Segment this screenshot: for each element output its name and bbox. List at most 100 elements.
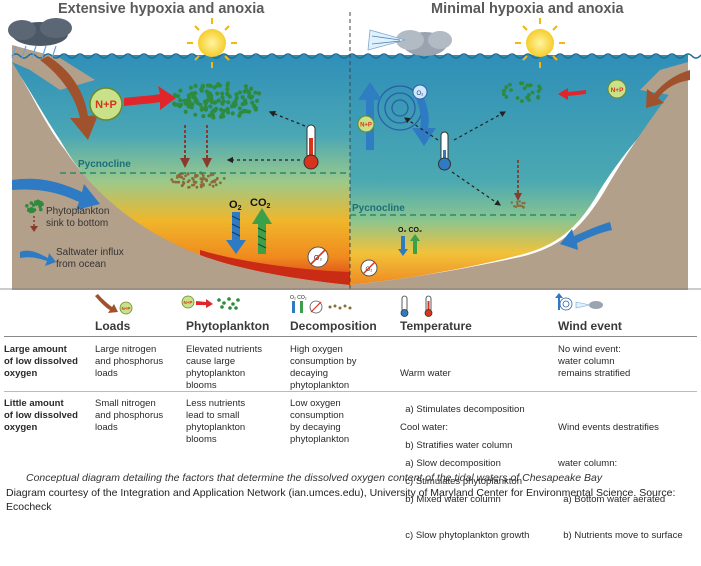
plankton-dot [192,91,198,96]
plankton-dot [190,102,195,107]
plankton-dot [237,90,242,95]
plankton-dot [207,174,210,178]
plankton-dot [516,200,519,204]
plankton-dot [189,91,194,96]
plankton-dot [523,201,526,205]
mixing-arrow-up-icon [358,82,382,150]
figure-credit: Diagram courtesy of the Integration and … [6,487,676,513]
cell-line: by decaying [290,422,341,433]
column-header-decomposition: Decomposition [290,319,377,333]
plankton-dot [213,179,217,182]
nutrient-arrow-icon [124,86,176,110]
saltwater-influx-arrow-left [12,178,100,210]
plankton-dot [250,100,255,105]
svg-text:N+P: N+P [360,123,372,129]
plankton-dot [30,209,35,213]
plankton-dot [501,92,506,97]
svg-text:O₂: O₂ [366,267,374,273]
plankton-dot [504,85,509,90]
plankton-dot [192,183,196,187]
co2-text: CO [250,197,267,209]
plankton-dot [189,105,194,110]
plankton-dot [241,109,246,114]
svg-text:N+P: N+P [611,87,624,94]
plankton-dot [222,177,226,180]
anoxic-zone [200,250,350,285]
settled-plankton-left [170,171,226,189]
legend-influx-text: Saltwater influx from ocean [56,247,124,271]
plankton-dot [208,183,212,187]
decomposition-column-icon: O₂ CO₂ [290,295,352,314]
oxygen-consumption-arrow-icon [226,212,246,254]
runoff-arrow-right-icon [646,70,690,108]
plankton-dot [249,86,254,91]
bay-cross-section: N+P Pycnocline O2 CO2 O₂ [0,12,701,290]
plankton-dot [178,98,183,103]
plankton-dot [182,181,186,185]
legend-sink-arrow-icon [30,216,38,232]
plankton-dot [184,174,188,178]
cell-line: Less nutrients [186,398,246,409]
plankton-dot [250,94,255,99]
cell-line: High oxygen [290,344,343,355]
cell-line: cause large [186,356,236,367]
temperature-column-icon [400,295,433,317]
plankton-dot [518,200,521,203]
cell-line: Elevated nutrients [186,344,263,355]
pycnocline-label-right: Pycnocline [352,203,405,214]
cell-line: Large nitrogen [95,344,157,355]
plankton-dot [528,83,533,88]
svg-text:N+P: N+P [184,300,193,305]
plankton-dot [240,95,245,100]
wind-cloud-icon [367,29,452,56]
o2-subscript: 2 [238,205,242,212]
plankton-dot [226,110,231,115]
right-riverbank [640,62,688,95]
plankton-dot [201,114,206,119]
plankton-dot [509,88,513,92]
plankton-dot [39,207,43,212]
plankton-dot [187,179,191,182]
plankton-dot [183,109,188,114]
co2-label: CO2 [250,197,271,210]
cell-line: Low oxygen [290,398,341,409]
rain-cloud-icon [8,18,72,59]
table-row-rule [4,391,697,392]
plankton-dot [192,95,197,100]
plankton-dot [255,98,260,103]
plankton-dot [225,91,230,96]
small-nutrient-icon-left: N+P [357,115,375,133]
plankton-dot [219,181,222,185]
plankton-dot [25,204,29,208]
plankton-dot [242,89,247,94]
plankton-dot [178,88,183,93]
cell-line: loads [95,368,118,379]
legend-plankton-icon [25,199,44,214]
plankton-dot [177,180,181,184]
plankton-dot [205,179,209,183]
plankton-dot [191,176,194,180]
nutrient-load-icon [89,87,123,121]
legend-sink-line1: Phytoplankton [46,206,110,217]
cell-line: a) Slow decomposition [400,458,501,469]
right-shore [350,70,688,290]
temperature-influence-arrows [226,110,306,164]
cell-line: No wind event: [558,344,621,355]
mixing-arrow-down-icon [412,98,436,146]
plankton-dot [212,85,217,90]
row-header-large-line: of low dissolved [4,356,78,367]
cell-line: blooms [186,434,217,445]
plankton-dot [247,109,252,114]
co2-subscript: 2 [267,203,271,210]
cell-line: remains stratified [558,368,631,379]
plankton-dot [204,99,209,104]
plankton-dot [501,89,506,94]
plankton-dot [538,86,543,91]
cell-large-temperature: Warm water a) Stimulates decomposition b… [400,344,525,512]
right-water [350,55,688,285]
cell-line: a) Stimulates decomposition [400,404,525,415]
cell-line: consumption by [290,356,357,367]
plankton-dot [515,96,520,100]
plankton-dot [194,174,197,177]
column-header-phytoplankton: Phytoplankton [186,319,270,333]
